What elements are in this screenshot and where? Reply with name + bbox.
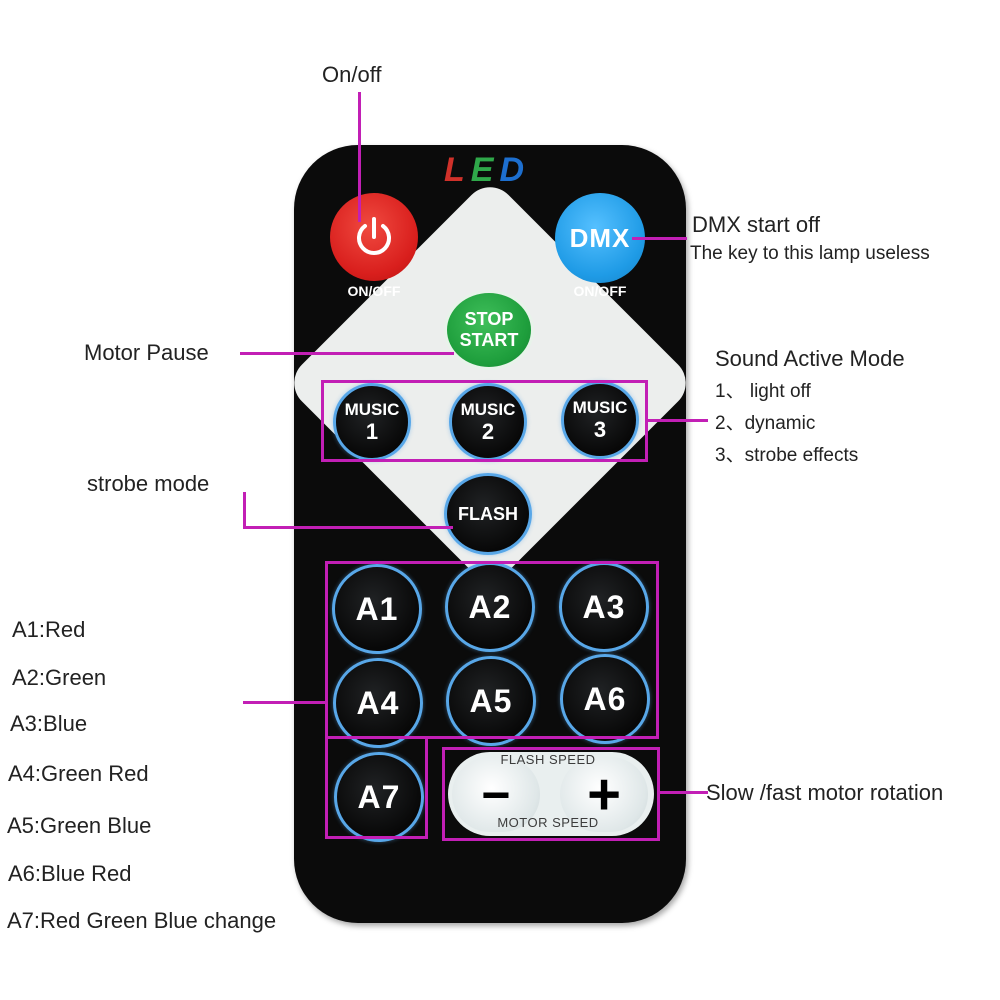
power-on-off-label: ON/OFF	[347, 283, 401, 299]
sound-active-item-2: 2、dynamic	[715, 413, 816, 434]
music-2-line1: MUSIC	[460, 400, 516, 419]
a4-button[interactable]: A4	[333, 658, 423, 748]
led-logo-l: L	[444, 151, 471, 189]
music-1-line1: MUSIC	[344, 400, 400, 419]
led-logo: LED	[444, 148, 534, 192]
sound-active-item-1: 1、 light off	[715, 381, 811, 402]
color-annotation-a1: A1:Red	[12, 617, 86, 642]
highlight-divider	[428, 736, 659, 739]
led-logo-d: D	[499, 151, 531, 189]
color-annotation-a2: A2:Green	[12, 665, 107, 690]
stop-start-line2: START	[459, 330, 519, 350]
color-annotation-a7: A7:Red Green Blue change	[7, 908, 277, 933]
music-2-line2: 2	[481, 419, 495, 444]
stop-start-button[interactable]: STOP START	[444, 290, 534, 370]
motor-speed-label: MOTOR SPEED	[497, 815, 599, 830]
a3-button[interactable]: A3	[559, 562, 649, 652]
dmx-leader-line	[632, 237, 687, 240]
a5-button[interactable]: A5	[446, 656, 536, 746]
sound-active-item-3: 3、strobe effects	[715, 445, 859, 466]
stop-start-line1: STOP	[464, 309, 514, 329]
music-2-button[interactable]: MUSIC 2	[449, 383, 527, 461]
sound-active-title: Sound Active Mode	[715, 346, 905, 371]
power-icon	[357, 217, 391, 255]
flash-button[interactable]: FLASH	[444, 473, 532, 555]
strobe-mode-annotation: strobe mode	[87, 471, 210, 496]
color-annotation-a5: A5:Green Blue	[7, 813, 152, 838]
motor-pause-leader-line	[240, 352, 454, 355]
motor-rotation-annotation: Slow /fast motor rotation	[706, 780, 944, 805]
led-logo-e: E	[470, 151, 500, 189]
a1-button[interactable]: A1	[332, 564, 422, 654]
color-buttons-highlight-top	[325, 561, 659, 739]
sound-mode-leader-line	[646, 419, 708, 422]
motor-pause-annotation: Motor Pause	[84, 340, 209, 365]
a7-button[interactable]: A7	[334, 752, 424, 842]
music-3-line2: 3	[593, 417, 607, 442]
power-button[interactable]	[330, 193, 418, 281]
a6-button[interactable]: A6	[560, 654, 650, 744]
on-off-leader-line	[358, 92, 361, 222]
dmx-on-off-label: ON/OFF	[573, 283, 627, 299]
strobe-leader-vertical	[243, 492, 246, 529]
speed-decrease-button[interactable]: −	[452, 757, 540, 832]
color-leader-line	[243, 701, 327, 704]
music-buttons-highlight	[321, 380, 648, 462]
color-annotation-a4: A4:Green Red	[8, 761, 149, 786]
dmx-button[interactable]: DMX	[555, 193, 645, 283]
color-buttons-highlight-a7	[325, 736, 428, 839]
flash-speed-label: FLASH SPEED	[500, 752, 596, 767]
speed-increase-button[interactable]: +	[560, 757, 648, 832]
a2-button[interactable]: A2	[445, 562, 535, 652]
color-annotation-a6: A6:Blue Red	[8, 861, 132, 886]
music-3-line1: MUSIC	[572, 398, 628, 417]
dmx-annotation-line1: DMX start off	[692, 212, 820, 237]
music-1-line2: 1	[365, 419, 379, 444]
dmx-annotation-line2: The key to this lamp useless	[690, 243, 930, 264]
music-1-button[interactable]: MUSIC 1	[333, 383, 411, 461]
on-off-annotation: On/off	[322, 62, 382, 87]
color-annotation-a3: A3:Blue	[10, 711, 88, 736]
motor-rotation-leader-line	[658, 791, 708, 794]
speed-highlight	[442, 747, 660, 841]
strobe-leader-horizontal	[243, 526, 453, 529]
